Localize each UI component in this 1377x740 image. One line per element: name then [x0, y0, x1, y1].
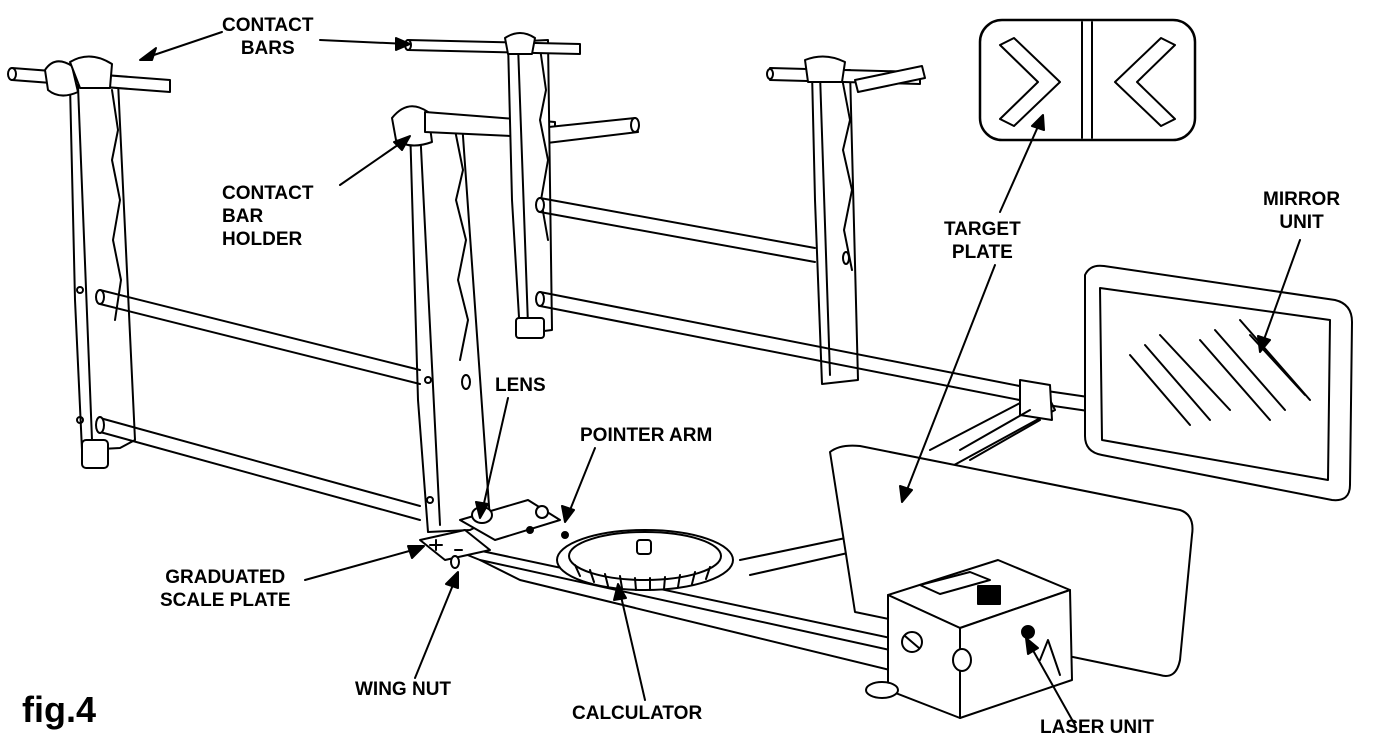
- label-wing-nut: WING NUT: [355, 679, 452, 700]
- center-upright: [409, 121, 491, 533]
- laser-unit-box: [865, 559, 1073, 719]
- label-calculator: CALCULATOR: [572, 703, 703, 724]
- label-laser-unit: LASER UNIT: [1040, 717, 1154, 738]
- contact-bar-left: [7, 55, 171, 97]
- label-graduated-scale-plate: GRADUATED SCALE PLATE: [160, 567, 291, 611]
- label-contact-bars: CONTACT BARS: [222, 15, 314, 59]
- cross-rods: [95, 197, 1096, 521]
- label-contact-bar-holder: CONTACT BAR HOLDER: [222, 183, 314, 250]
- label-target-plate: TARGET PLATE: [944, 219, 1021, 263]
- graduated-scale-plate: [419, 529, 491, 569]
- back-center-upright: [404, 32, 581, 339]
- mirror-unit-frame: [1084, 264, 1353, 502]
- base-track: [429, 379, 1056, 671]
- label-pointer-arm: POINTER ARM: [580, 425, 713, 446]
- label-lens: LENS: [495, 375, 546, 396]
- figure-label: fig.4: [22, 689, 97, 730]
- leader-lines: [139, 31, 1301, 726]
- target-plate-inset: [978, 18, 1197, 142]
- left-upright: [69, 81, 136, 469]
- calculator-dial: [556, 529, 734, 591]
- right-upright: [766, 55, 926, 385]
- label-mirror-unit: MIRROR UNIT: [1263, 189, 1341, 233]
